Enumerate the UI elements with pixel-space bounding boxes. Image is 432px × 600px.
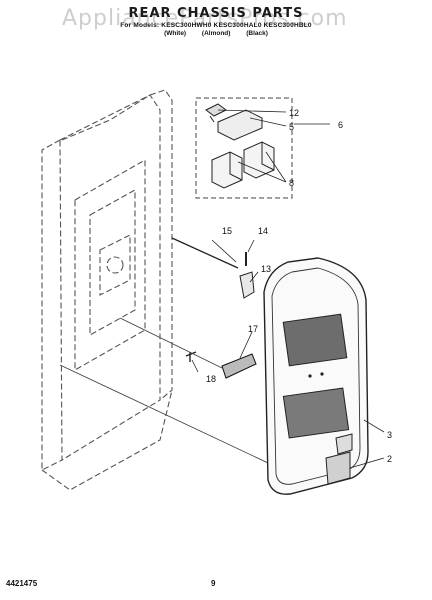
- part-17-terminal-block: [221, 353, 257, 379]
- part-5-bracket: [217, 109, 263, 141]
- part-12-clip: [205, 103, 227, 123]
- callout-13: 13: [261, 264, 271, 274]
- part-13-bracket: [239, 271, 255, 299]
- document-number: 4421475: [6, 579, 38, 588]
- callout-14: 14: [258, 226, 268, 236]
- watermark: AppliancePartsPros.com: [62, 6, 348, 31]
- callout-6: 6: [338, 120, 343, 130]
- leader-lines: [191, 109, 385, 469]
- part-8-blocks: [211, 141, 275, 189]
- page-number: 9: [211, 579, 216, 588]
- callout-8: 8: [289, 178, 294, 188]
- callout-12: 12: [289, 108, 299, 118]
- callout-18: 18: [206, 374, 216, 384]
- part-18-screw: [185, 351, 197, 362]
- callout-3: 3: [387, 430, 392, 440]
- part-3-rear-panel: [263, 257, 369, 495]
- wire-lines: [59, 317, 301, 479]
- color-list: (White) (Almond) (Black): [164, 30, 268, 37]
- part-2-cover: [325, 451, 351, 485]
- chassis-outline: [41, 89, 173, 491]
- part-15-rod: [171, 237, 239, 269]
- parts-group-box: [195, 97, 293, 199]
- diagram-header: REAR CHASSIS PARTS For Models: KESC300HW…: [0, 6, 432, 37]
- callout-2: 2: [387, 454, 392, 464]
- callout-5: 5: [289, 122, 294, 132]
- model-list: For Models: KESC300HWH0 KESC300HAL0 KESC…: [120, 22, 312, 29]
- callout-15: 15: [222, 226, 232, 236]
- callout-17: 17: [248, 324, 258, 334]
- page-title: REAR CHASSIS PARTS: [128, 6, 304, 21]
